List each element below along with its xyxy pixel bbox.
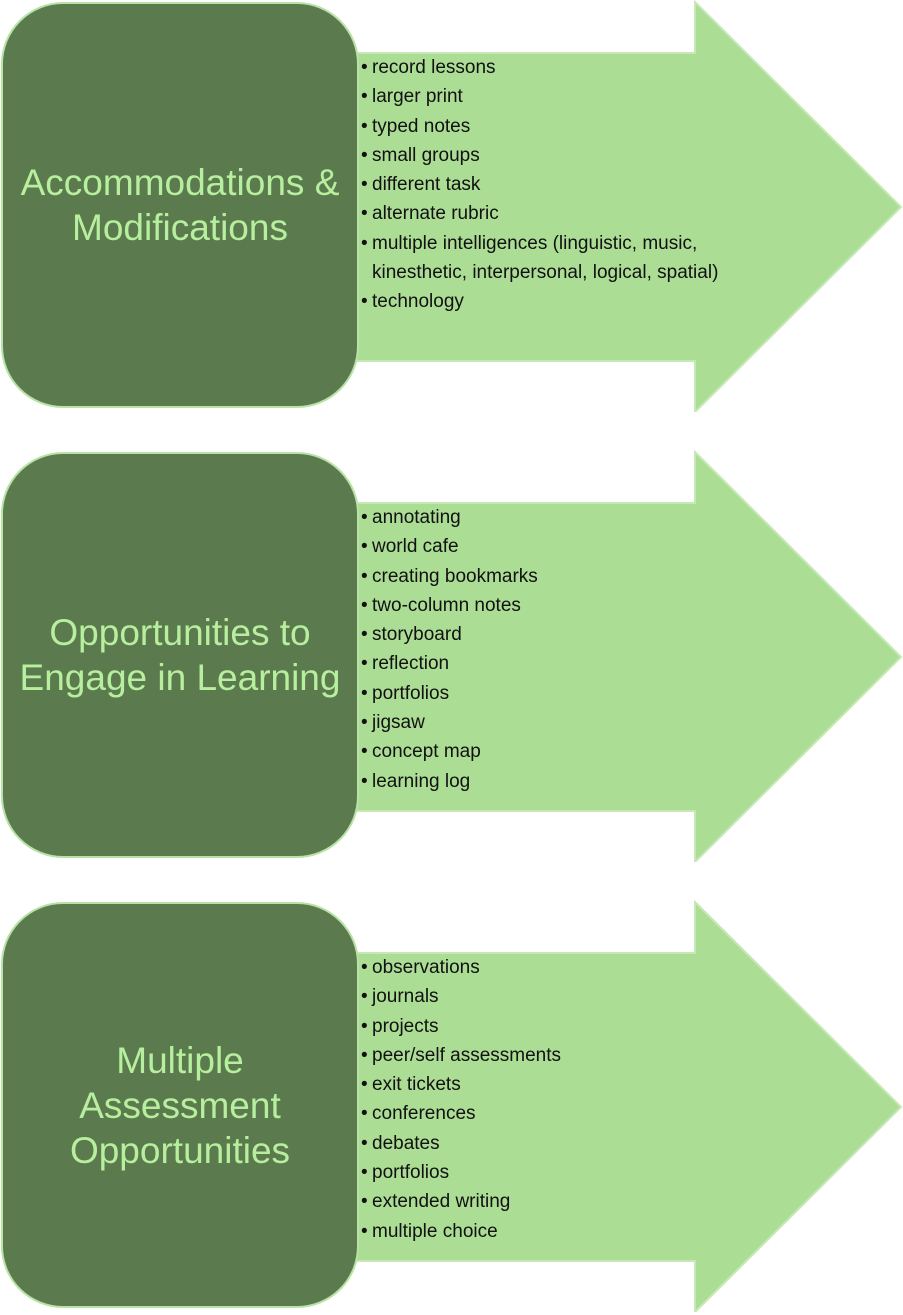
list-item: two-column notes bbox=[361, 591, 762, 621]
bullet-list: observations journals projects peer/self… bbox=[361, 953, 762, 1246]
bullet-list: annotating world cafe creating bookmarks… bbox=[361, 503, 762, 796]
section-accommodations: Accommodations & Modifications record le… bbox=[0, 0, 903, 412]
list-item: world cafe bbox=[361, 532, 762, 562]
list-item: storyboard bbox=[361, 620, 762, 650]
section-engagement: Opportunities to Engage in Learning anno… bbox=[0, 450, 903, 862]
section-assessment: Multiple Assessment Opportunities observ… bbox=[0, 900, 903, 1312]
list-item: creating bookmarks bbox=[361, 562, 762, 592]
list-item: learning log bbox=[361, 767, 762, 797]
list-item: projects bbox=[361, 1012, 762, 1042]
list-item: jigsaw bbox=[361, 708, 762, 738]
list-item: technology bbox=[361, 287, 762, 317]
list-item: larger print bbox=[361, 82, 762, 112]
list-item: debates bbox=[361, 1129, 762, 1159]
list-item: typed notes bbox=[361, 112, 762, 142]
list-item: portfolios bbox=[361, 1158, 762, 1188]
category-title: Multiple Assessment Opportunities bbox=[69, 1039, 291, 1171]
list-item: different task bbox=[361, 170, 762, 200]
list-item: concept map bbox=[361, 737, 762, 767]
list-item: journals bbox=[361, 982, 762, 1012]
category-title: Opportunities to Engage in Learning bbox=[19, 612, 341, 698]
list-item: extended writing bbox=[361, 1187, 762, 1217]
list-item: small groups bbox=[361, 141, 762, 171]
list-item: multiple intelligences (linguistic, musi… bbox=[361, 229, 752, 288]
list-item: peer/self assessments bbox=[361, 1041, 762, 1071]
bullet-list: record lessons larger print typed notes … bbox=[361, 53, 762, 317]
list-item: observations bbox=[361, 953, 762, 983]
list-item: reflection bbox=[361, 649, 762, 679]
list-item: annotating bbox=[361, 503, 762, 533]
list-item: conferences bbox=[361, 1099, 762, 1129]
category-title: Accommodations & Modifications bbox=[20, 162, 340, 248]
list-item: exit tickets bbox=[361, 1070, 762, 1100]
category-box: Accommodations & Modifications bbox=[1, 2, 359, 408]
list-item: alternate rubric bbox=[361, 199, 762, 229]
list-item: portfolios bbox=[361, 679, 762, 709]
category-box: Opportunities to Engage in Learning bbox=[1, 452, 359, 858]
category-box: Multiple Assessment Opportunities bbox=[1, 902, 359, 1308]
list-item: multiple choice bbox=[361, 1217, 762, 1247]
list-item: record lessons bbox=[361, 53, 762, 83]
